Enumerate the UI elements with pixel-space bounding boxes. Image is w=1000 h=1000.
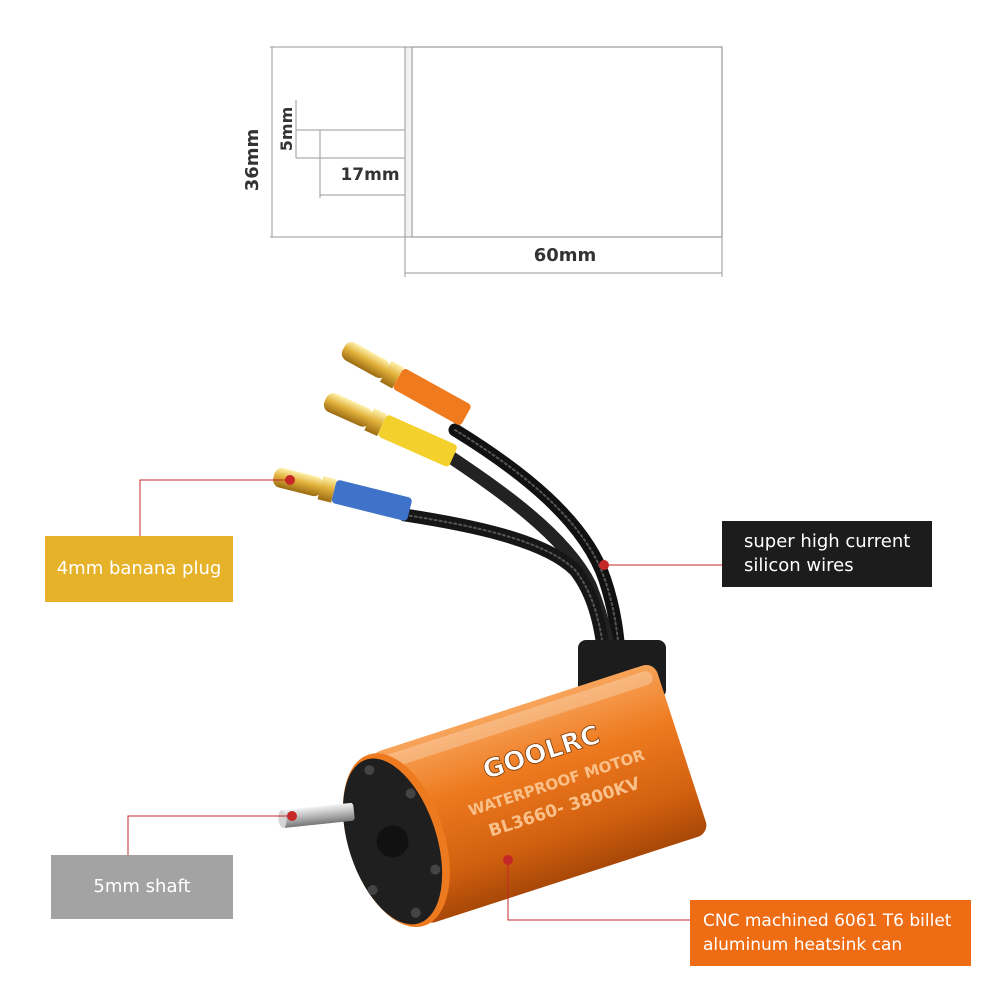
- callout-silicon-wires: super high current silicon wires: [722, 521, 932, 587]
- motor: GOOLRC WATERPROOF MOTOR BL3660- 3800KV: [278, 640, 707, 928]
- dim-body-length-label: 60mm: [534, 245, 597, 266]
- callout-heatsink-can: CNC machined 6061 T6 billet aluminum hea…: [690, 900, 971, 966]
- dim-diameter-label: 36mm: [242, 129, 263, 192]
- motor-end-cap: [404, 46, 413, 238]
- plug-orange: [341, 342, 471, 425]
- motor-shaft: [278, 802, 355, 829]
- callout-wires-line1: super high current: [744, 531, 911, 552]
- motor-outline: [411, 46, 723, 238]
- dimension-drawing: 36mm 5mm 17mm 60mm: [242, 46, 723, 277]
- motor-can: GOOLRC WATERPROOF MOTOR BL3660- 3800KV: [342, 664, 707, 928]
- callout-banana-plug: 4mm banana plug: [45, 536, 233, 602]
- callout-can-line1: CNC machined 6061 T6 billet: [703, 911, 952, 931]
- plug-yellow: [323, 393, 457, 467]
- leader-lines: [127, 479, 722, 921]
- dim-shaft-diameter-label: 5mm: [277, 107, 296, 151]
- callout-shaft-text: 5mm shaft: [93, 876, 191, 897]
- silicon-wires: [398, 423, 627, 672]
- callout-shaft: 5mm shaft: [51, 855, 233, 919]
- shaft-outline: [319, 129, 406, 159]
- plug-blue: [273, 467, 412, 521]
- callout-can-line2: aluminum heatsink can: [703, 935, 903, 955]
- dim-shaft-length-label: 17mm: [340, 165, 399, 185]
- callout-banana-plug-text: 4mm banana plug: [56, 558, 222, 579]
- callout-wires-line2: silicon wires: [744, 555, 854, 576]
- leader-dots: [285, 475, 609, 865]
